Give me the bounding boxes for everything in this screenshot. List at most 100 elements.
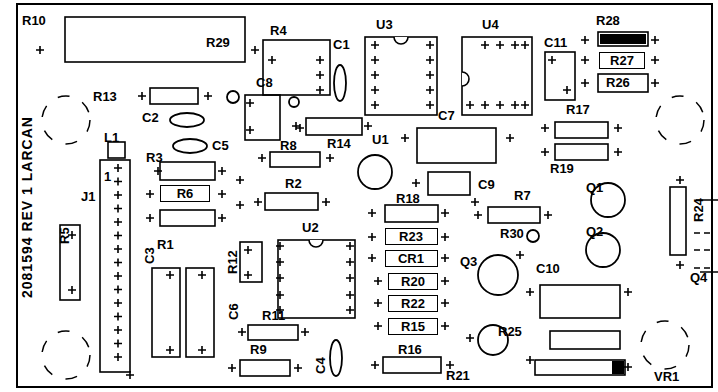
capacitor-symbol xyxy=(334,65,346,101)
component-outline xyxy=(670,187,686,255)
part-name: C8 xyxy=(256,76,273,89)
part-name: R15 xyxy=(401,320,425,333)
part-name: R26 xyxy=(606,76,630,89)
component-outline xyxy=(428,172,470,195)
transistor-outline xyxy=(478,255,518,295)
part-name: U1 xyxy=(372,133,389,146)
component-outline xyxy=(383,357,441,373)
component-outline xyxy=(488,207,540,223)
component-outline xyxy=(248,325,298,340)
part-name: C5 xyxy=(212,139,229,152)
part-name: R6 xyxy=(177,187,194,200)
part-name: L1 xyxy=(104,131,119,144)
part-name: R14 xyxy=(327,137,351,150)
component-outline xyxy=(598,32,648,46)
resistor-box: R23 xyxy=(385,228,438,245)
part-name: C7 xyxy=(438,109,455,122)
ic-notch xyxy=(394,37,408,44)
component-outline xyxy=(65,17,245,62)
part-name: J1 xyxy=(81,190,95,203)
part-name: R22 xyxy=(401,297,425,310)
part-name: Q2 xyxy=(586,225,603,238)
part-name: R17 xyxy=(566,103,590,116)
part-name: R27 xyxy=(610,54,634,67)
transistors xyxy=(227,91,625,355)
resistor-box: R6 xyxy=(160,185,210,202)
part-name: U4 xyxy=(482,18,499,31)
component-outline xyxy=(540,285,620,318)
part-name: R9 xyxy=(250,343,267,356)
part-name: Q1 xyxy=(586,181,603,194)
component-outline xyxy=(555,122,608,138)
part-name: C4 xyxy=(314,357,327,374)
component-outline xyxy=(555,144,608,160)
part-name: VR1 xyxy=(654,370,679,383)
component-outline xyxy=(150,88,198,104)
board-marking: 2081594 REV 1 LARCAN xyxy=(20,116,34,298)
mounting-hole xyxy=(656,96,704,144)
part-name: R19 xyxy=(550,162,574,175)
part-name: C1 xyxy=(333,38,350,51)
transistor-outline xyxy=(227,91,239,103)
part-name: R11 xyxy=(262,309,285,322)
part-name: C10 xyxy=(536,262,560,275)
part-name: R20 xyxy=(401,275,425,288)
component-outline xyxy=(152,268,180,357)
component-outline xyxy=(240,242,262,282)
mounting-hole xyxy=(641,321,689,369)
transistor-outline xyxy=(586,233,620,267)
component-outline xyxy=(265,193,318,210)
resistor-box: R20 xyxy=(388,273,438,290)
component-outline xyxy=(160,210,215,226)
capacitor-symbol xyxy=(170,113,204,127)
component-outline xyxy=(385,205,438,222)
part-name: Q3 xyxy=(460,255,477,268)
part-name: R28 xyxy=(596,14,620,27)
component-outline xyxy=(240,360,290,376)
resistor-box: R22 xyxy=(388,295,438,312)
part-name: R12 xyxy=(226,250,239,274)
component-outline xyxy=(598,74,648,92)
board-outline xyxy=(17,4,712,387)
part-name: R10 xyxy=(22,14,46,27)
part-name: R1 xyxy=(157,238,174,251)
part-name: R8 xyxy=(280,139,297,152)
mounting-hole xyxy=(42,96,90,144)
ic-notch xyxy=(309,240,323,247)
part-name: C3 xyxy=(143,247,156,264)
pad-marks xyxy=(36,36,684,379)
component-outline xyxy=(417,128,496,163)
part-name: C11 xyxy=(544,36,567,49)
part-name: C2 xyxy=(142,111,159,124)
part-name: 1 xyxy=(104,170,111,183)
part-name: R23 xyxy=(399,230,423,243)
part-name: CR1 xyxy=(398,252,424,265)
diode-band xyxy=(612,361,624,374)
component-outlines xyxy=(60,17,686,376)
ic-notch xyxy=(462,72,469,86)
part-name: U3 xyxy=(376,18,393,31)
part-name: R5 xyxy=(58,227,71,244)
part-name: R21 xyxy=(446,369,470,382)
part-name: R4 xyxy=(270,24,287,37)
transistor-outline xyxy=(289,97,299,107)
resistor-box: R27 xyxy=(599,52,645,69)
part-name: U2 xyxy=(302,221,319,234)
transistor-outline xyxy=(358,155,392,189)
part-name: C9 xyxy=(478,178,495,191)
part-name: R2 xyxy=(285,177,302,190)
part-name: R13 xyxy=(93,90,117,103)
part-name: R16 xyxy=(398,343,422,356)
component-outline xyxy=(160,162,215,180)
component-outline xyxy=(462,37,532,115)
part-name: R29 xyxy=(206,36,230,49)
part-name: Q4 xyxy=(690,271,707,284)
transistor-outline xyxy=(527,230,539,242)
capacitor-symbol xyxy=(173,139,207,153)
component-outline xyxy=(306,118,362,135)
component-outline xyxy=(108,142,125,158)
capacitor-symbol xyxy=(330,340,342,376)
component-outline xyxy=(100,160,130,372)
